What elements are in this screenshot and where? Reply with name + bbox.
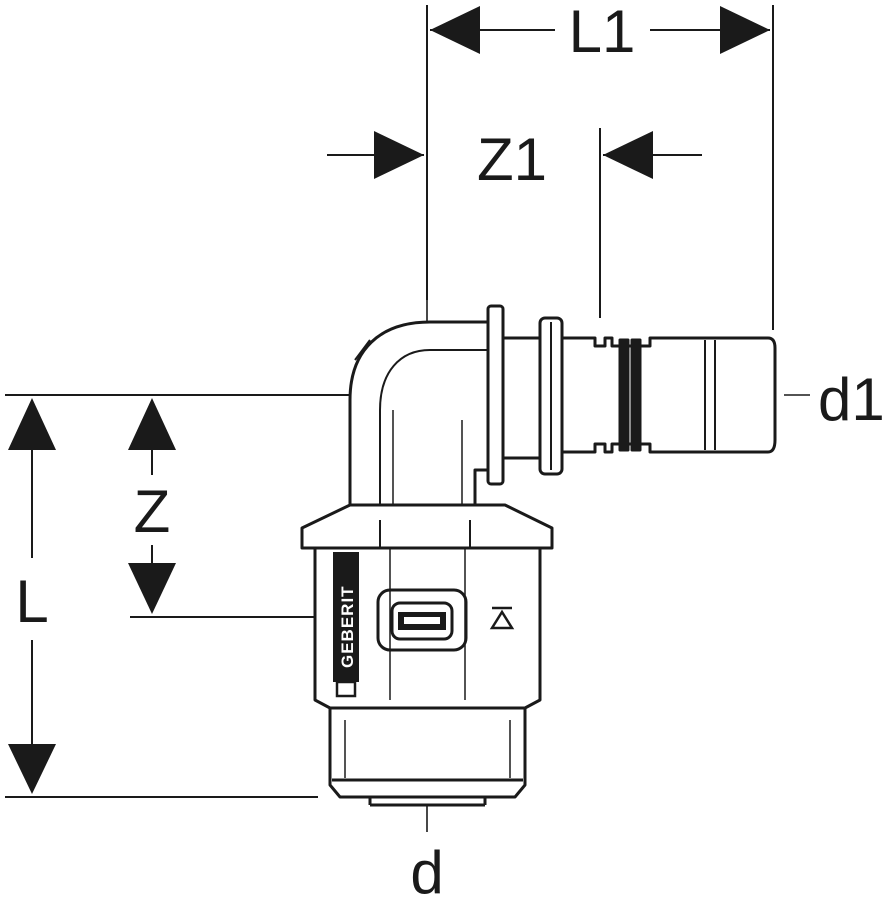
elbow-fitting [300, 304, 777, 807]
pipe-stub [501, 336, 545, 460]
brand-logo: GEBERIT [333, 552, 359, 698]
insertion-mark-icon [489, 606, 515, 630]
dimension-arrows [8, 6, 770, 794]
press-spigot [560, 336, 777, 454]
dim-label-l: L [15, 568, 48, 635]
arrow-z1-left [374, 131, 424, 179]
dim-label-l1: L1 [569, 0, 636, 65]
brand-label: GEBERIT [338, 585, 357, 668]
inspection-window [376, 588, 468, 652]
dim-label-z: Z [134, 478, 171, 545]
arrow-l-bottom [8, 744, 56, 794]
arrow-z-bottom [128, 563, 176, 614]
dim-label-z1: Z1 [477, 126, 547, 193]
arrow-l-top [8, 398, 56, 450]
flange-plate [486, 304, 505, 486]
arrow-l1-left [430, 6, 480, 54]
arrow-l1-right [720, 6, 770, 54]
arrow-z1-right [603, 131, 653, 179]
o-ring-1 [618, 338, 630, 452]
o-ring-2 [630, 338, 642, 452]
dimension-lines [5, 5, 774, 798]
dim-label-d1: d1 [818, 366, 885, 433]
dim-label-d: d [410, 839, 443, 900]
arrow-z-top [128, 398, 176, 450]
